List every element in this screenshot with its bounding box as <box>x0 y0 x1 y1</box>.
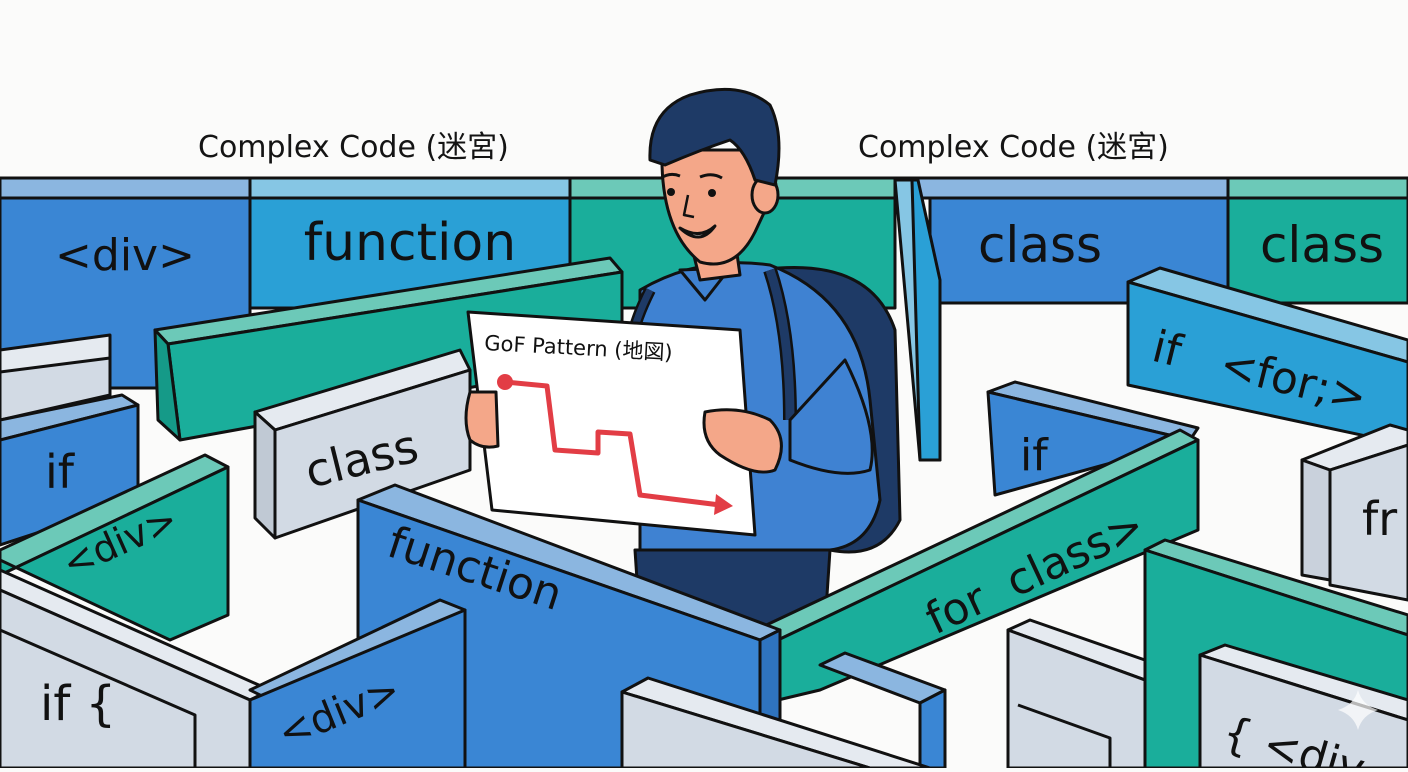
wall-text-front-if-brace: if { <box>40 676 116 732</box>
wall-left-gray <box>0 333 112 422</box>
right-hand <box>702 408 783 474</box>
wall-text-back-function: function <box>304 213 516 273</box>
wall-text-back-div: <div> <box>55 230 195 281</box>
wall-div-teal: <div> <box>0 453 230 642</box>
map-route-arrow <box>714 494 733 515</box>
wall-small-blue-block <box>818 651 947 770</box>
map-route-start <box>497 374 513 390</box>
wall-back-class-teal <box>1226 196 1408 305</box>
left-hand <box>464 390 500 449</box>
wall-class-gray: class <box>253 348 472 540</box>
wall-if-for: if <for;> <box>1126 266 1408 447</box>
gof-pattern-map: GoF Pattern (地図) <box>466 310 757 537</box>
caption-right: Complex Code (迷宮) <box>858 130 1169 165</box>
wall-text-left-if: if <box>45 445 76 499</box>
wall-text-right-fr: fr <box>1362 492 1397 546</box>
hands <box>464 390 783 474</box>
wall-right-fr: fr <box>1300 423 1408 602</box>
wall-text-back-class-teal: class <box>1260 216 1384 274</box>
sparkle-icon <box>1338 690 1378 730</box>
hair <box>648 87 781 187</box>
wall-text-mid-if: if <box>1020 430 1049 481</box>
map-route <box>504 379 721 508</box>
wall-front-if: if { <box>0 568 272 770</box>
wall-front-right-teal: { <div <box>1143 538 1408 772</box>
wall-front-div: <div> <box>248 598 467 770</box>
wall-mid-if: if <box>986 380 1200 497</box>
wall-text-back-class-blue: class <box>978 216 1102 274</box>
wall-front-right-gray <box>1006 618 1147 770</box>
pillar-sky <box>893 178 942 462</box>
caption-left: Complex Code (迷宮) <box>198 130 509 165</box>
